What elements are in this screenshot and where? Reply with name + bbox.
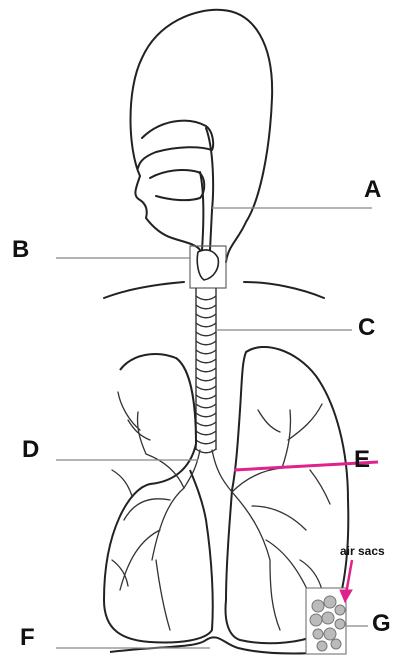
- trachea-ring: [196, 359, 216, 363]
- nasal-cavity: [138, 121, 213, 168]
- larynx: [197, 250, 218, 280]
- trachea-ring: [196, 431, 216, 435]
- trachea-ring: [196, 422, 216, 426]
- label-d: D: [22, 438, 39, 462]
- face-profile: [135, 176, 200, 250]
- label-g: G: [372, 612, 391, 636]
- trachea-ring: [196, 314, 216, 318]
- label-a: A: [364, 178, 381, 202]
- trachea: [196, 288, 216, 453]
- label-e: E: [354, 448, 370, 472]
- trachea-ring: [196, 377, 216, 381]
- bronchial-tree: [112, 392, 330, 630]
- oral-cavity: [150, 170, 204, 200]
- trachea-ring: [196, 305, 216, 309]
- trachea-ring: [196, 350, 216, 354]
- trachea-ring: [196, 323, 216, 327]
- trachea-ring: [196, 413, 216, 417]
- label-f: F: [20, 626, 35, 650]
- air-sacs-label: air sacs: [340, 544, 385, 558]
- trachea-ring: [196, 386, 216, 390]
- trachea-ring: [196, 341, 216, 345]
- label-b: B: [12, 238, 29, 262]
- trachea-ring: [196, 332, 216, 336]
- trachea-ring: [196, 395, 216, 399]
- right-shoulder: [244, 282, 324, 298]
- trachea-ring: [196, 296, 216, 300]
- left-shoulder: [104, 282, 184, 298]
- trachea-ring: [196, 404, 216, 408]
- larynx-box: [190, 246, 226, 288]
- trachea-ring: [196, 440, 216, 444]
- air-sacs-arrow-shaft: [346, 560, 352, 594]
- pharynx-inner: [200, 172, 203, 250]
- label-c: C: [358, 316, 375, 340]
- trachea-ring: [196, 368, 216, 372]
